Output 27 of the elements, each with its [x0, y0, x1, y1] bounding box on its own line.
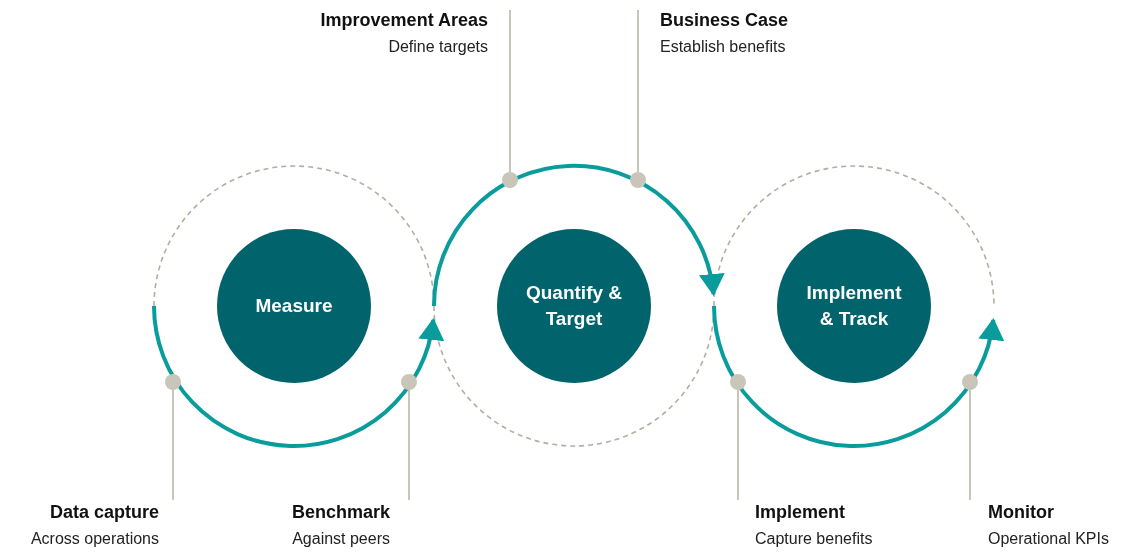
step-circle: Implement & Track: [777, 229, 931, 383]
marker-dot: [730, 374, 746, 390]
step-description: Establish benefits: [660, 37, 787, 57]
step-circle: Quantify & Target: [497, 229, 651, 383]
leader-line: [408, 389, 410, 501]
leader-line: [637, 9, 639, 173]
step-heading: Implement: [755, 501, 847, 524]
leader-line: [509, 9, 511, 173]
marker-dot: [962, 374, 978, 390]
leader-line: [969, 389, 971, 501]
step-description: Capture benefits: [755, 529, 874, 549]
step-circle: Measure: [217, 229, 371, 383]
step-description: Define targets: [387, 37, 488, 57]
step-heading: Benchmark: [290, 501, 390, 524]
step-description: Operational KPIs: [988, 529, 1110, 549]
step-heading: Improvement Areas: [319, 9, 488, 32]
step-description: Against peers: [291, 529, 390, 549]
step-heading: Data capture: [48, 501, 159, 524]
step-heading: Monitor: [988, 501, 1055, 524]
step-description: Across operations: [29, 529, 159, 549]
leader-line: [737, 389, 739, 501]
marker-dot: [165, 374, 181, 390]
leader-line: [172, 389, 174, 501]
marker-dot: [502, 172, 518, 188]
step-heading: Business Case: [660, 9, 790, 32]
marker-dot: [630, 172, 646, 188]
marker-dot: [401, 374, 417, 390]
